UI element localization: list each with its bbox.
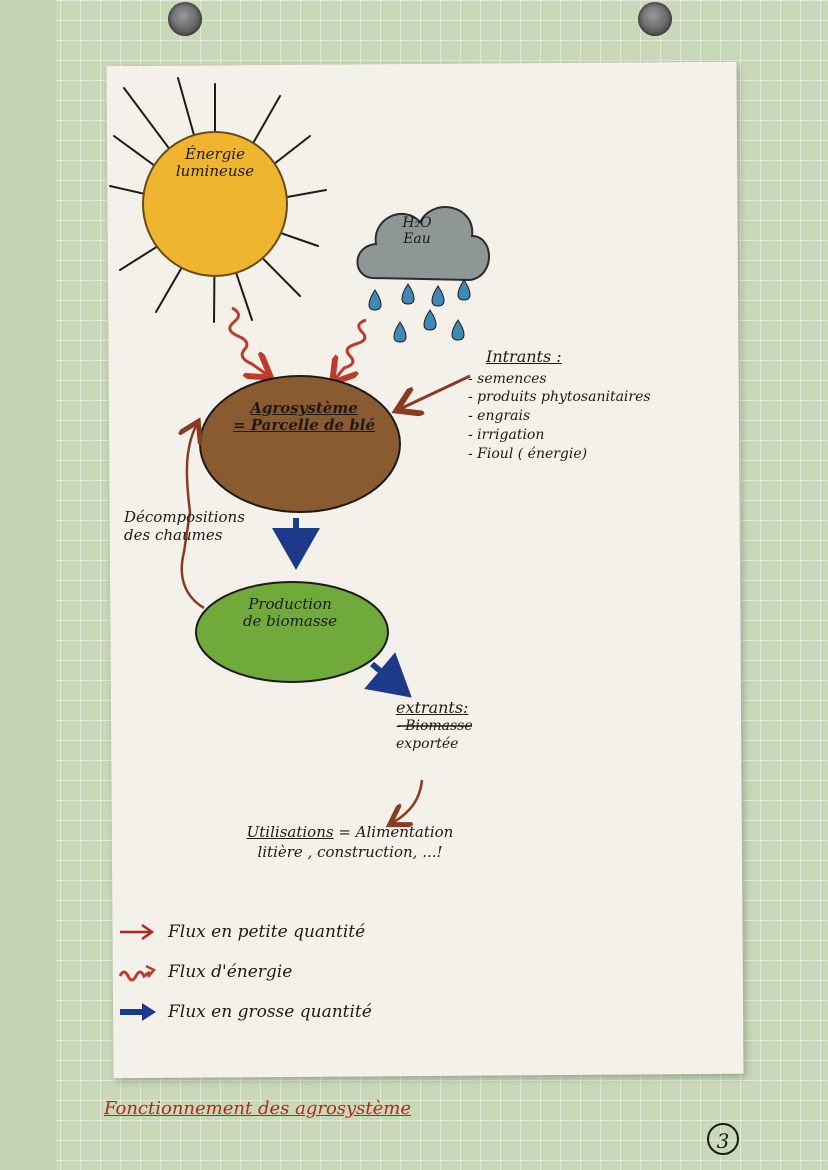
utilisations-first: = Alimentation xyxy=(333,823,454,841)
intrants-item: - Fioul ( énergie) xyxy=(468,446,588,463)
cloud-label: H₂O Eau xyxy=(382,215,452,247)
decomposition-arrow xyxy=(182,426,205,610)
water-energy-arrow xyxy=(336,318,367,378)
intrants-list: Intrants : - semences - produits phytosa… xyxy=(468,346,740,464)
cloud-word: Eau xyxy=(403,231,431,248)
decomposition-line1: Décompositions xyxy=(124,508,245,526)
blue-arrow-icon xyxy=(120,1003,156,1021)
agrosystem-node xyxy=(199,375,401,513)
legend-label: Flux en grosse quantité xyxy=(168,1002,372,1022)
biomass-to-extrants-arrow xyxy=(364,652,412,698)
legend-label: Flux d'énergie xyxy=(168,962,293,982)
legend-item-large-flow: Flux en grosse quantité xyxy=(118,992,538,1032)
agrosystem-label: Agrosystème = Parcelle de blé xyxy=(214,399,394,435)
cloud-icon xyxy=(356,206,490,282)
cloud-formula: H₂O xyxy=(402,215,432,231)
thin-red-arrow-icon xyxy=(120,923,155,941)
utilisations-line2: litière , construction, ...! xyxy=(257,843,443,862)
decomposition-label: Décompositions des chaumes xyxy=(124,508,314,544)
biomass-label-line1: Production xyxy=(248,595,332,613)
intrants-title: Intrants : xyxy=(486,347,562,366)
page-number: 3 xyxy=(707,1123,739,1155)
biomass-node xyxy=(195,581,389,683)
intrants-item: - irrigation xyxy=(468,427,545,444)
extrants-list: extrants: - Biomasse exportée xyxy=(396,698,576,753)
decomposition-line2: des chaumes xyxy=(124,526,223,544)
intrants-item: - semences xyxy=(468,370,547,387)
legend-item-energy-flow: Flux d'énergie xyxy=(118,952,538,992)
intrants-item: - engrais xyxy=(468,408,531,425)
extrants-item-line1: - Biomasse xyxy=(396,718,473,734)
agrosystem-label-line1: Agrosystème xyxy=(250,399,358,417)
utilisations-text: Utilisations = Alimentation litière , co… xyxy=(180,822,520,863)
biomass-label: Production de biomasse xyxy=(200,595,380,631)
agrosystem-label-line2: = Parcelle de blé xyxy=(232,416,376,435)
biomass-label-line2: de biomasse xyxy=(242,612,338,631)
sun-label: Énergie lumineuse xyxy=(175,145,255,181)
extrants-to-utilisations-arrow xyxy=(394,779,424,822)
intrants-item: - produits phytosanitaires xyxy=(468,389,651,406)
binder-hole-right xyxy=(638,2,672,36)
sun-energy-arrow xyxy=(228,306,266,374)
legend-item-small-flow: Flux en petite quantité xyxy=(118,912,538,952)
intrants-arrow xyxy=(402,374,471,408)
legend-label: Flux en petite quantité xyxy=(168,922,366,942)
raindrops-icon xyxy=(368,279,471,343)
binder-hole-left xyxy=(168,2,202,36)
sun-icon xyxy=(109,77,327,323)
notebook-margin xyxy=(0,0,56,1170)
wavy-red-arrow-icon xyxy=(118,964,156,982)
legend: Flux en petite quantité Flux d'énergie F… xyxy=(118,912,538,1032)
page-title: Fonctionnement des agrosystème xyxy=(104,1098,412,1119)
extrants-title: extrants: xyxy=(396,698,469,717)
extrants-item-line2: exportée xyxy=(396,735,459,752)
utilisations-title: Utilisations xyxy=(246,823,334,841)
